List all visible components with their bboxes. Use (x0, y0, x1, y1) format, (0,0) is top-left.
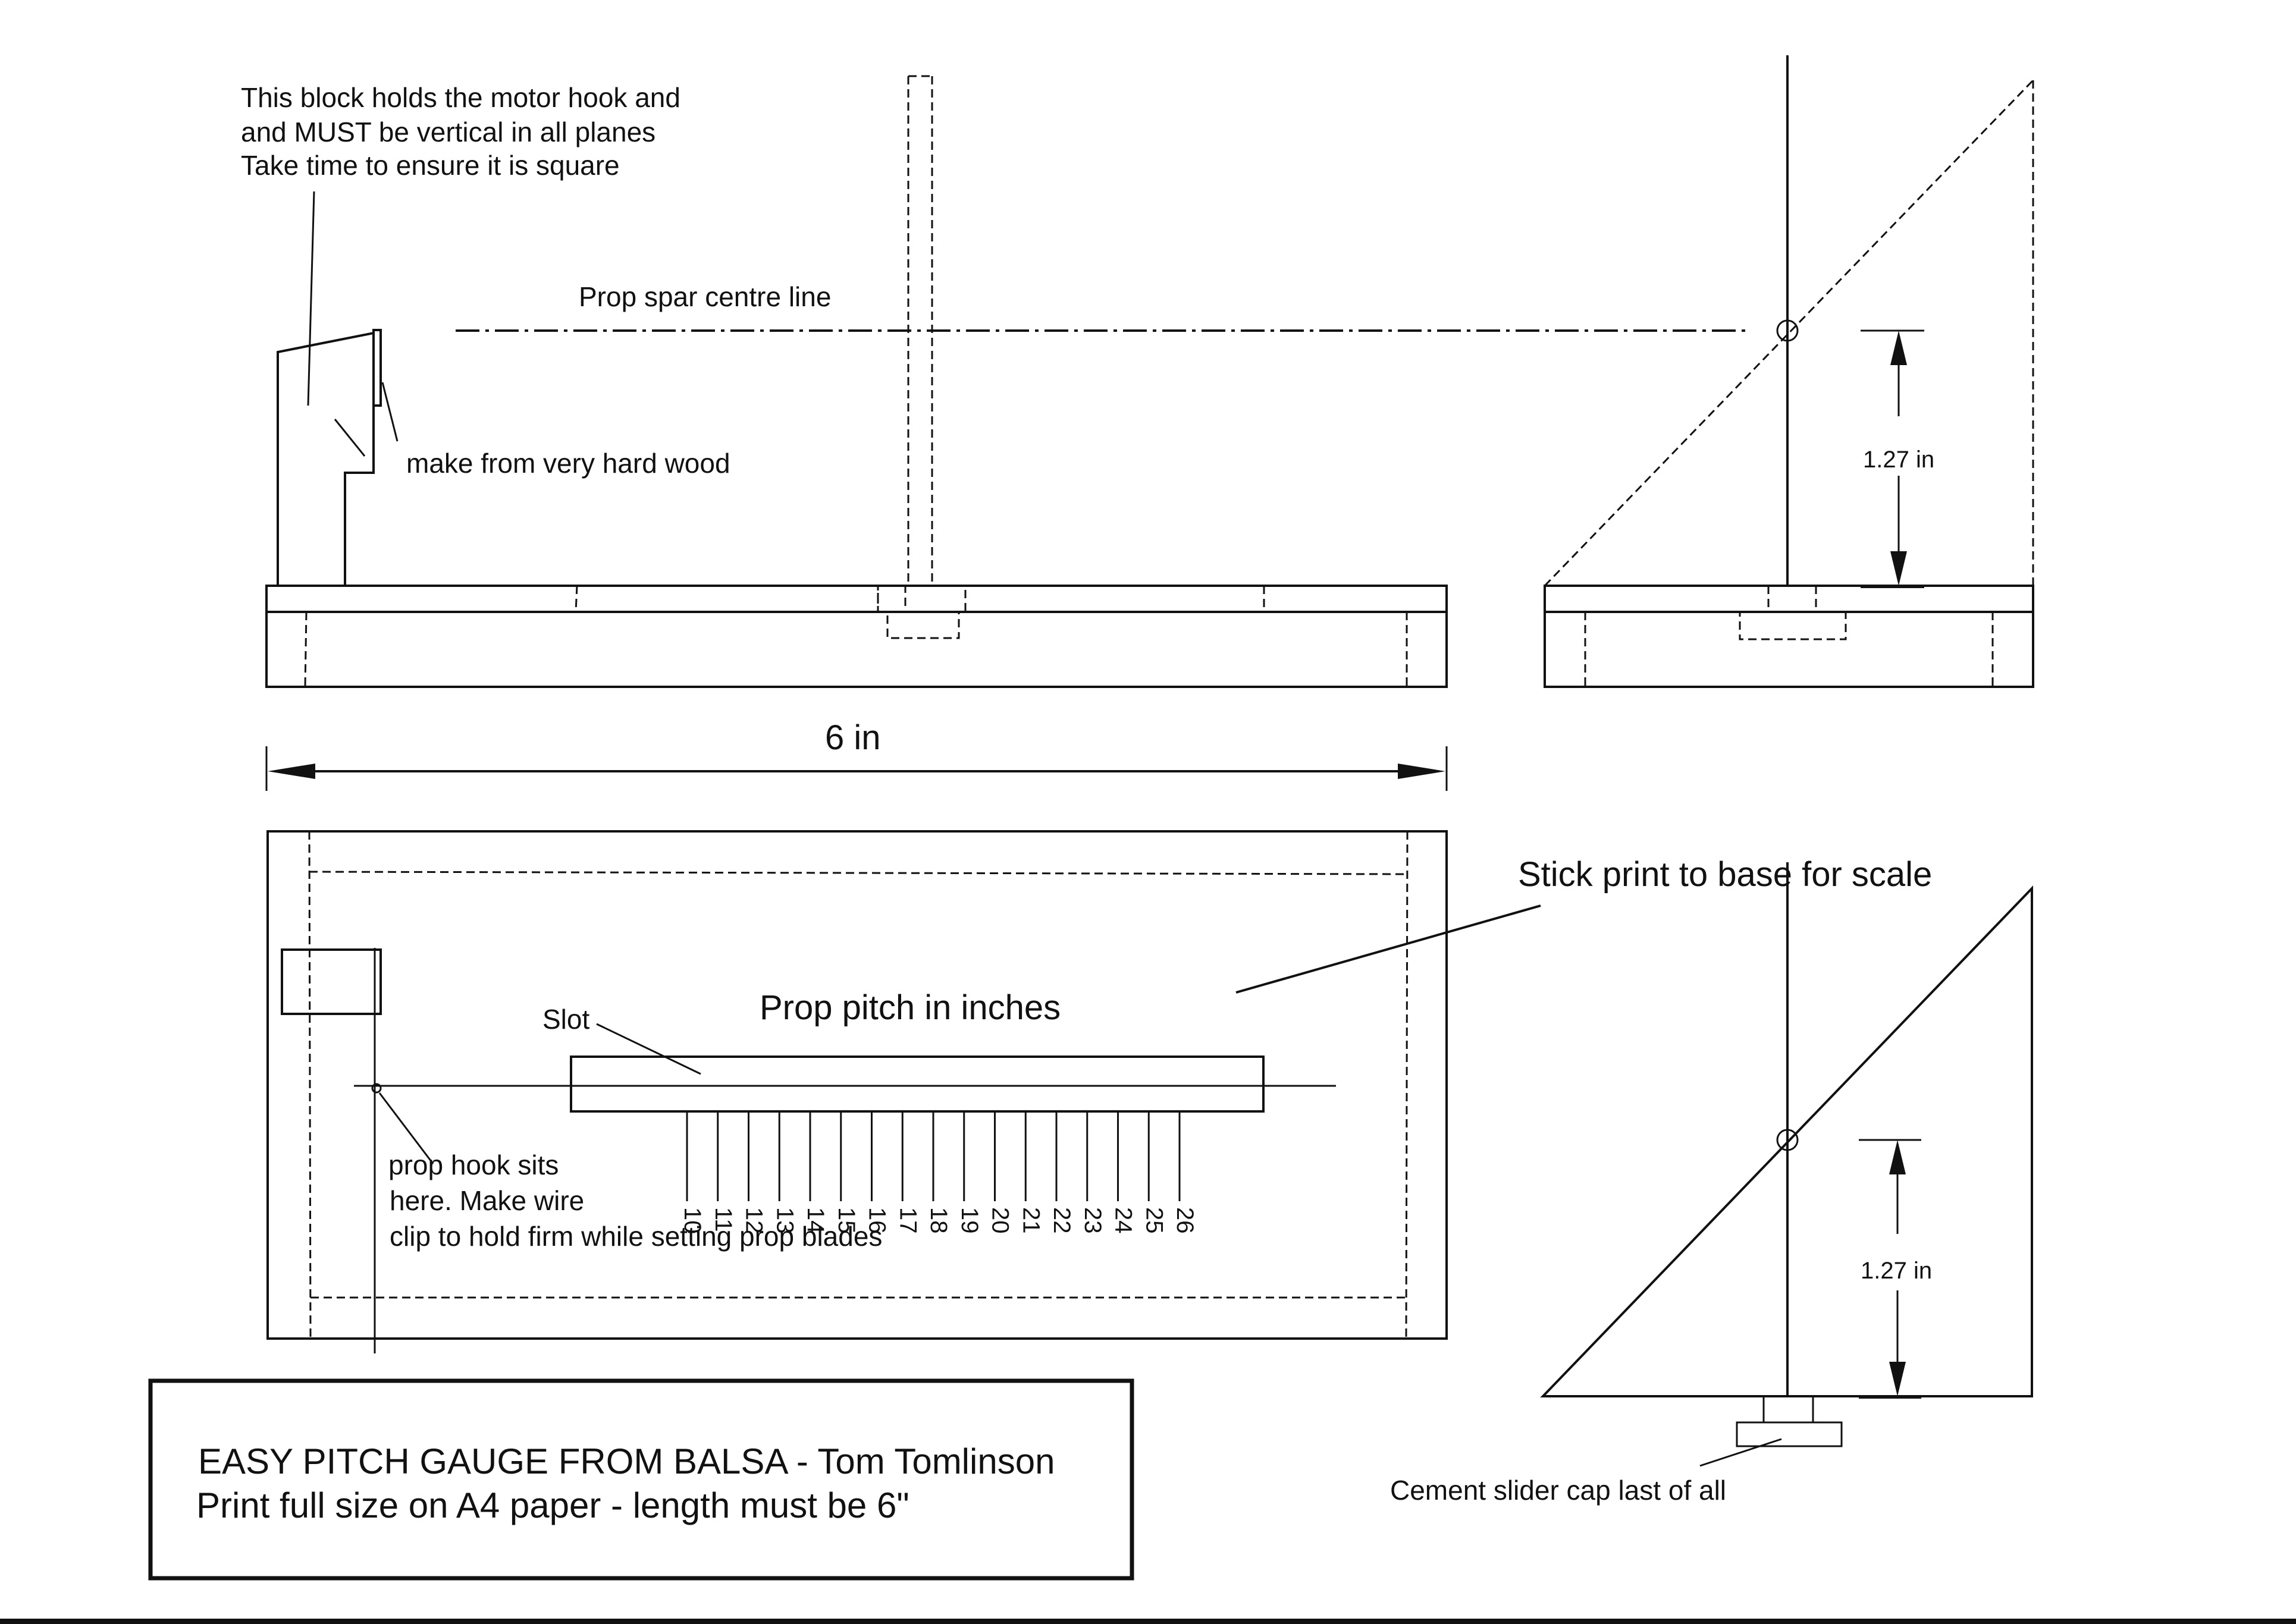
pitch-tick-label: 16 (864, 1207, 890, 1234)
hidden-line (575, 585, 578, 612)
pivot-circle (1776, 319, 1799, 342)
prop-hook-leader (378, 1092, 434, 1164)
slider-cap-note: Cement slider cap last of all (1390, 1475, 1726, 1506)
slider-cap-leader (1699, 1438, 1782, 1467)
plan-hidden-right (1405, 831, 1409, 1339)
end-slider-hidden (1739, 611, 1847, 640)
prop-spar-label: Prop spar centre line (579, 281, 831, 312)
stick-print-note: Stick print to base for scale (1518, 855, 1932, 894)
end-incline-line (1544, 79, 2034, 587)
plan-motor-block (281, 948, 382, 1015)
slot (570, 1056, 1265, 1113)
side-elevation: This block holds the motor hook and and … (241, 75, 1749, 688)
prop-hook-note-line-3: clip to hold firm while setting prop bla… (390, 1221, 882, 1252)
end-base-body (1544, 612, 2034, 688)
motor-block-note-line-2: and MUST be vertical in all planes (241, 117, 655, 147)
front-triangle-view: 1.27 in Cement slider cap last of all (1390, 862, 2033, 1506)
length-arrow-left (268, 764, 315, 779)
plan-hidden-left (308, 831, 312, 1339)
title-line-1: EASY PITCH GAUGE FROM BALSA - Tom Tomlin… (198, 1441, 1055, 1481)
slider-cap (1736, 1421, 1843, 1447)
pitch-tick-label: 23 (1080, 1207, 1106, 1234)
prop-hook-note-line-2: here. Make wire (390, 1185, 584, 1216)
pitch-tick-label: 12 (741, 1207, 767, 1234)
plan-base-outline (266, 830, 1448, 1340)
side-height-dim: 1.27 in (1863, 447, 1934, 473)
pitch-tick-label: 14 (802, 1207, 829, 1234)
title-line-2: Print full size on A4 paper - length mus… (196, 1485, 909, 1525)
end-base-top-strip (1544, 585, 2034, 613)
pitch-tick-label: 26 (1172, 1207, 1198, 1234)
pitch-tick-label: 11 (710, 1207, 736, 1232)
overall-length-dimension: 6 in (265, 718, 1448, 791)
front-dim-arrow-down (1889, 1362, 1906, 1396)
pitch-tick-label: 21 (1018, 1207, 1044, 1234)
hidden-line (304, 611, 308, 687)
plan-hidden-top (309, 871, 1408, 875)
pitch-tick-label: 20 (987, 1207, 1014, 1234)
front-height-dim: 1.27 in (1861, 1258, 1932, 1284)
slot-leader (596, 1023, 701, 1075)
pitch-tick-label: 19 (956, 1207, 983, 1234)
front-pivot-circle (1776, 1129, 1799, 1151)
slider-cap-hidden (886, 611, 960, 639)
pitch-tick-label: 13 (771, 1207, 798, 1234)
stick-print-leader (1235, 904, 1541, 994)
dim-arrow-down (1890, 551, 1907, 586)
title-block-frame (148, 1378, 1134, 1581)
base-top-strip (265, 585, 1448, 613)
motor-block-note-line-1: This block holds the motor hook and (241, 82, 680, 113)
prop-hook-point (371, 1083, 382, 1094)
pitch-tick-label: 17 (895, 1207, 921, 1234)
pitch-tick-label: 25 (1141, 1207, 1167, 1234)
slot-label: Slot (542, 1004, 589, 1035)
motor-hook-block (277, 331, 375, 586)
end-elevation: 1.27 in (1544, 55, 2034, 688)
plan-view: prop hook sits here. Make wire clip to h… (266, 830, 1932, 1353)
pitch-tick-label: 10 (679, 1207, 705, 1234)
pitch-scale-title: Prop pitch in inches (760, 988, 1061, 1027)
hardwood-leader-2 (334, 419, 366, 457)
overall-length-label: 6 in (825, 718, 881, 757)
pitch-tick-label: 24 (1111, 1207, 1137, 1234)
pitch-tick-label: 18 (926, 1207, 952, 1234)
hardwood-leader-1 (381, 382, 399, 442)
dim-arrow-up (1890, 331, 1907, 365)
front-dim-arrow-up (1889, 1140, 1906, 1174)
prop-hook-note-line-1: prop hook sits (388, 1149, 559, 1180)
motor-block-leader (307, 191, 315, 406)
hardwood-insert (372, 329, 382, 407)
slider-hidden (877, 585, 907, 613)
hard-wood-note: make from very hard wood (406, 448, 730, 479)
length-arrow-right (1398, 764, 1445, 779)
title-block: EASY PITCH GAUGE FROM BALSA - Tom Tomlin… (148, 1378, 1134, 1581)
motor-block-note-line-3: Take time to ensure it is square (241, 150, 620, 181)
base-body (265, 612, 1448, 688)
pitch-tick-label: 22 (1049, 1207, 1075, 1234)
slider-hidden-wide (877, 585, 967, 613)
page-bottom-border (0, 1619, 2296, 1624)
pitch-tick-label: 15 (833, 1207, 860, 1234)
